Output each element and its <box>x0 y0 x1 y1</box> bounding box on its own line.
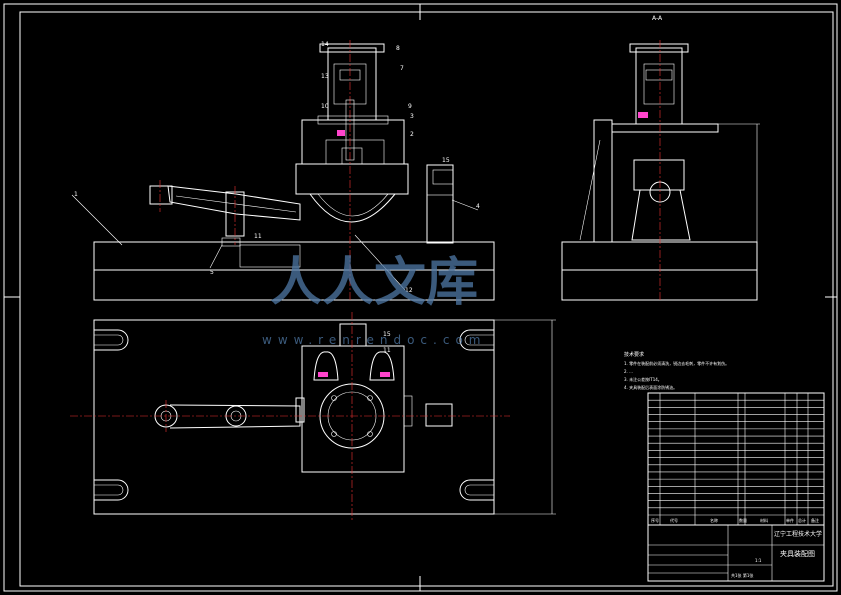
svg-text:15: 15 <box>442 157 450 164</box>
svg-text:10: 10 <box>321 103 329 110</box>
watermark: 人人文库 www.renrendoc.com <box>262 253 486 347</box>
svg-text:夹具装配图: 夹具装配图 <box>780 549 815 558</box>
svg-text:4. 夹具装配后表面涂防锈油。: 4. 夹具装配后表面涂防锈油。 <box>624 384 677 390</box>
svg-text:共1张 第1张: 共1张 第1张 <box>731 572 753 578</box>
svg-text:数量: 数量 <box>739 517 747 523</box>
svg-text:代号: 代号 <box>670 517 678 523</box>
svg-text:7: 7 <box>400 65 404 72</box>
svg-text:单件: 单件 <box>786 517 794 523</box>
inner-frame <box>19 11 834 587</box>
svg-text:5: 5 <box>210 269 214 276</box>
svg-text:11: 11 <box>254 233 262 240</box>
svg-text:4: 4 <box>476 203 480 210</box>
svg-text:9: 9 <box>408 103 412 110</box>
svg-text:13: 13 <box>321 73 329 80</box>
svg-text:1: 1 <box>74 191 78 198</box>
svg-text:2: 2 <box>410 131 414 138</box>
svg-text:15: 15 <box>383 331 391 338</box>
svg-text:辽宁工程技术大学: 辽宁工程技术大学 <box>774 530 822 538</box>
svg-text:序号: 序号 <box>651 517 659 523</box>
svg-text:1:1: 1:1 <box>755 558 762 563</box>
title-block: 辽宁工程技术大学 夹具装配图 1:1 共1张 第1张 <box>647 524 825 582</box>
svg-text:名称: 名称 <box>710 517 718 523</box>
svg-text:www.renrendoc.com: www.renrendoc.com <box>262 333 486 347</box>
front-view: 14 8 7 13 10 9 3 2 1 15 4 11 12 5 <box>71 40 495 301</box>
centering-marks <box>4 4 837 591</box>
svg-text:3: 3 <box>410 113 414 120</box>
svg-text:技术要求: 技术要求 <box>624 351 644 358</box>
svg-text:11: 11 <box>383 347 391 354</box>
svg-text:12: 12 <box>405 287 413 294</box>
tech-requirements: 技术要求 1. 零件在装配前必须清洗，锐边去毛刺，零件不许有划伤。 2. ...… <box>624 351 729 390</box>
svg-text:备注: 备注 <box>811 517 819 523</box>
base-plate-lower <box>93 269 495 301</box>
svg-text:人人文库: 人人文库 <box>270 253 478 313</box>
svg-text:8: 8 <box>396 45 400 52</box>
svg-text:1. 零件在装配前必须清洗，锐边去毛刺，零件不许有划伤。: 1. 零件在装配前必须清洗，锐边去毛刺，零件不许有划伤。 <box>624 360 729 366</box>
svg-text:14: 14 <box>321 41 329 48</box>
section-label: A-A <box>652 15 663 22</box>
svg-text:材料: 材料 <box>760 517 768 523</box>
svg-text:总计: 总计 <box>798 517 806 523</box>
side-view: A-A <box>561 15 760 301</box>
svg-text:3. 未注公差按IT14。: 3. 未注公差按IT14。 <box>624 376 662 382</box>
parts-list: 序号 代号 名称 数量 材料 单件 总计 备注 <box>647 392 825 526</box>
top-view: 15 11 <box>70 312 556 520</box>
svg-text:2. ...: 2. ... <box>624 369 633 374</box>
